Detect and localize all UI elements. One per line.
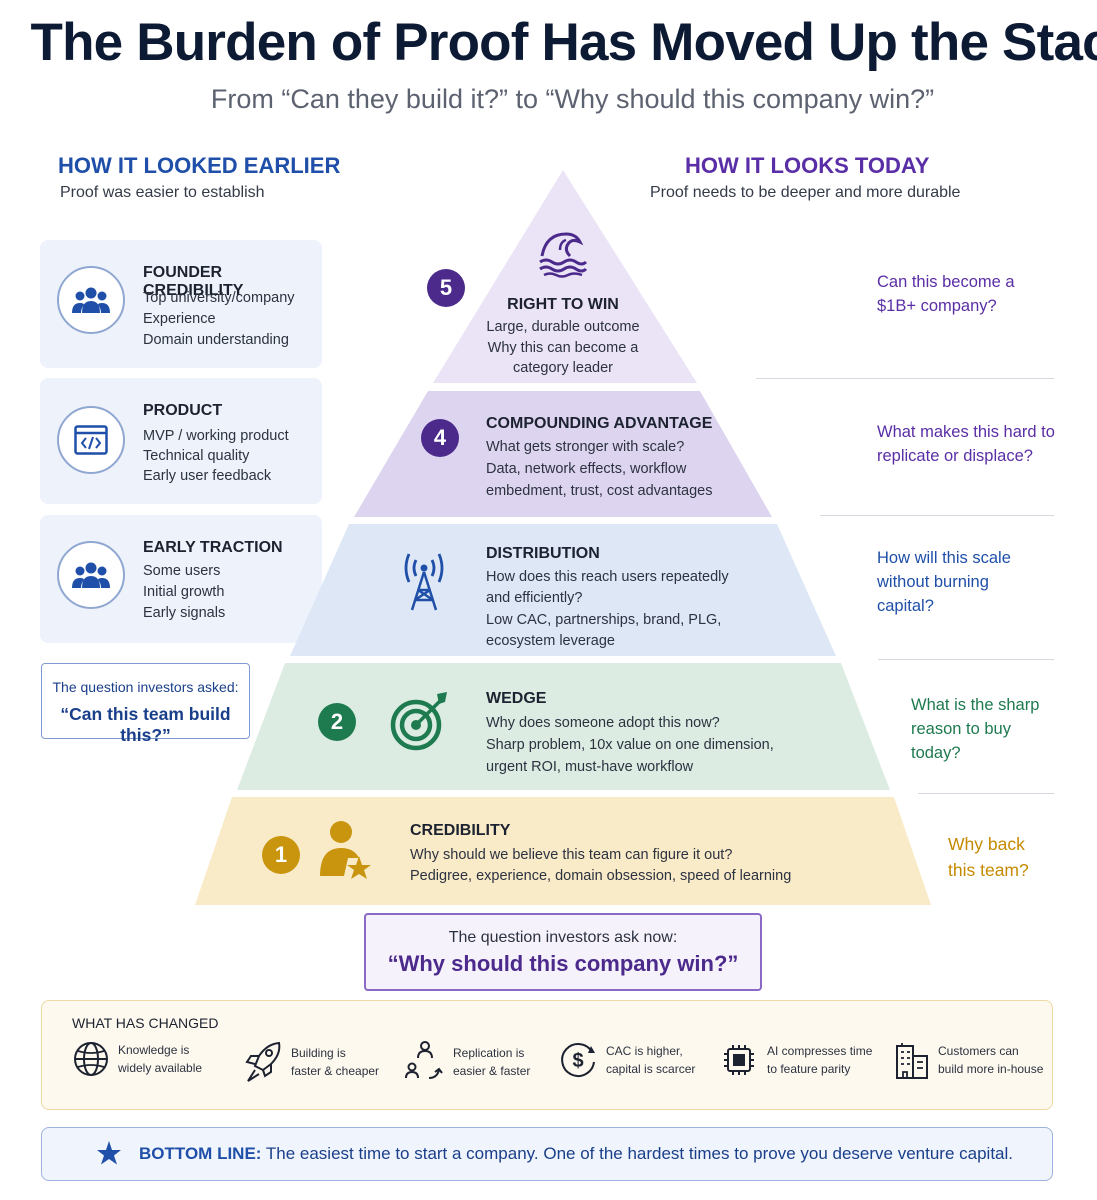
level-1-title: CREDIBILITY [410,822,511,839]
level-3-line: and efficiently? [486,590,583,606]
what-has-changed-box [41,1000,1053,1110]
level-1-question: Why back this team? [948,834,1029,880]
divider [918,793,1054,794]
level-5-line: Why this can become a [487,340,639,356]
level-4-question: What makes this hard to replicate or dis… [877,423,1055,465]
globe-icon [74,1042,108,1076]
card-line: MVP / working product [143,428,289,444]
level-4-title: COMPOUNDING ADVANTAGE [486,415,713,432]
now-question-label: The question investors ask now: [448,929,678,946]
level-5-badge: 5 [427,269,465,307]
level-3-line: How does this reach users repeatedly [486,569,729,585]
card-line: Initial growth [143,584,225,600]
level-4-badge: 4 [421,419,459,457]
level-1-badge: 1 [262,836,300,874]
pyramid-level-3 [290,524,836,656]
card-line: Some users [143,563,221,579]
level-2-title: WEDGE [486,690,547,707]
changed-heading: WHAT HAS CHANGED [72,1015,219,1031]
earlier-question-label: The question investors asked: [52,679,239,695]
level-2-line: urgent ROI, must-have workflow [486,759,694,775]
page-subtitle: From “Can they build it?” to “Why should… [210,84,935,114]
rocket-icon [245,1041,281,1082]
chip-icon [724,1045,754,1075]
card-product: PRODUCT MVP / working product Technical … [40,378,322,504]
level-5-title: RIGHT TO WIN [507,296,619,313]
level-5-line: Large, durable outcome [486,319,640,335]
pyramid-level-2 [237,663,890,790]
changed-item-customers: Customers can build more in-house [894,1040,1043,1080]
level-4-line: embedment, trust, cost advantages [486,483,713,499]
changed-item-replication: Replication is easier & faster [405,1040,530,1084]
svg-text:$: $ [572,1050,583,1072]
bottom-line-label: BOTTOM LINE: [139,1144,262,1163]
target-icon [389,690,451,757]
card-line: Domain understanding [143,332,289,348]
changed-item-knowledge: Knowledge is widely available [72,1040,202,1078]
level-1-line: Why should we believe this team can figu… [410,847,733,863]
level-3-title: DISTRIBUTION [486,545,600,562]
divider [878,659,1054,660]
star-icon [97,1141,121,1165]
level-3-line: Low CAC, partnerships, brand, PLG, [486,612,722,628]
level-2-question: What is the sharp reason to buy today? [911,696,1040,762]
building-icon [896,1043,928,1079]
card-founder-credibility: FOUNDER CREDIBILITY Top university/compa… [40,240,322,368]
card-line: Experience [143,311,216,327]
card-line: Technical quality [143,448,250,464]
changed-item-building: Building is faster & cheaper [245,1040,379,1084]
pyramid-level-1 [195,797,931,905]
card-line: Early user feedback [143,468,272,484]
level-5-line: category leader [513,360,613,376]
level-2-line: Sharp problem, 10x value on one dimensio… [486,737,774,753]
today-subheading: Proof needs to be deeper and more durabl… [650,184,961,201]
person-star-icon [318,818,374,889]
bottom-line-text: The easiest time to start a company. One… [265,1144,1013,1163]
people-icon [57,541,125,609]
card-title: FOUNDER CREDIBILITY [143,264,244,299]
level-5-question: Can this become a $1B+ company? [877,273,1015,315]
level-2-badge: 2 [318,703,356,741]
now-question-box: The question investors ask now: “Why sho… [364,913,762,991]
pyramid [195,170,931,905]
card-title: EARLY TRACTION [143,539,283,556]
wave-icon [536,228,590,283]
dollar-icon: $ [561,1042,595,1077]
divider [820,515,1054,516]
earlier-question-box: The question investors asked: “Can this … [41,663,250,745]
card-line: Top university/company [143,290,295,306]
code-window-icon [57,406,125,474]
level-4-line: What gets stronger with scale? [486,439,685,455]
level-2-line: Why does someone adopt this now? [486,715,720,731]
pyramid-level-4 [354,391,772,517]
bottom-line-box: BOTTOM LINE: The easiest time to start a… [41,1127,1053,1181]
changed-item-cac: $ CAC is higher, capital is scarcer [558,1040,695,1080]
today-heading: HOW IT LOOKS TODAY [685,153,930,178]
earlier-subheading: Proof was easier to establish [60,184,265,201]
replication-icon [405,1041,443,1079]
card-line: Early signals [143,605,226,621]
earlier-heading: HOW IT LOOKED EARLIER [58,153,341,178]
now-question: “Why should this company win?” [387,951,739,976]
level-4-line: Data, network effects, workflow [486,461,687,477]
people-icon [57,266,125,334]
level-1-line: Pedigree, experience, domain obsession, … [410,868,792,884]
card-title: PRODUCT [143,402,223,419]
earlier-question: “Can this team build this?” [60,704,231,745]
antenna-icon [400,550,448,617]
page-title: The Burden of Proof Has Moved Up the Sta… [30,13,1097,72]
level-3-question: How will this scale without burning capi… [877,549,1011,615]
card-early-traction: EARLY TRACTION Some users Initial growth… [40,515,322,643]
changed-item-ai: AI compresses time to feature parity [719,1040,872,1080]
divider [756,378,1054,379]
level-3-line: ecosystem leverage [486,633,615,649]
